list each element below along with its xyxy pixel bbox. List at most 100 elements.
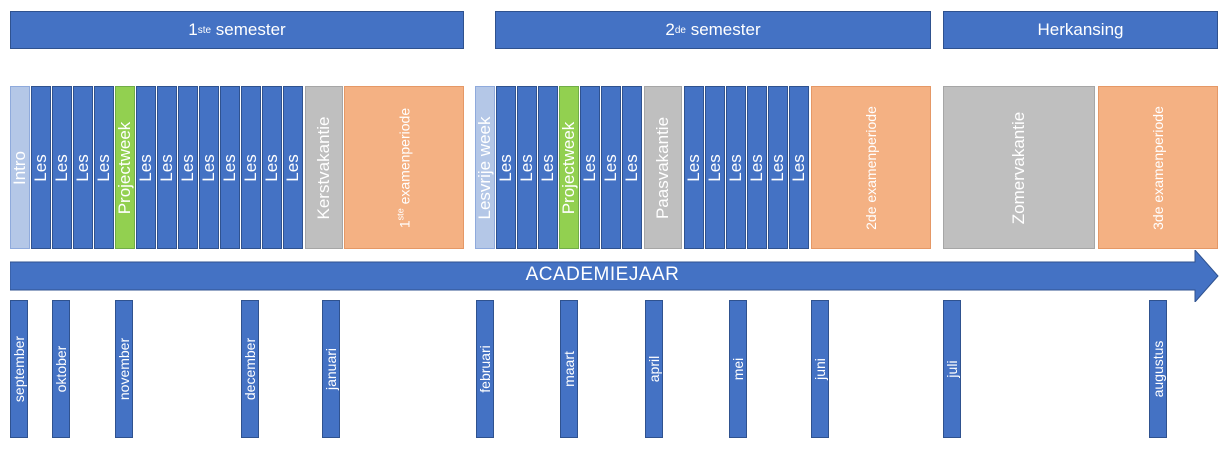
block-les-label: Les [157,153,176,182]
block-les-label: Les [538,153,557,182]
block-les: Les [31,86,51,249]
block-les: Les [220,86,240,249]
block-les-label: Les [705,153,724,182]
month-oktober-label: oktober [53,345,69,393]
block-projectweek: Projectweek [115,86,135,249]
block-les: Les [136,86,156,249]
block-les: Les [747,86,767,249]
month-januari-label: januari [323,347,339,391]
block-les-label: Les [199,153,218,182]
block-les: Les [601,86,621,249]
semester-1-label: semester [211,20,286,39]
month-december: december [241,300,259,438]
month-maart: maart [560,300,578,438]
exam1-sup: ste [395,207,406,220]
block-les: Les [789,86,809,249]
month-mei: mei [729,300,747,438]
block-examenperiode-1-label: 1ste examenperiode [396,107,413,227]
block-paasvakantie: Paasvakantie [644,86,682,249]
block-les: Les [199,86,219,249]
block-les-label: Les [262,153,281,182]
block-les-label: Les [517,153,536,182]
block-intro: Intro [10,86,30,249]
month-februari-label: februari [477,345,493,393]
block-les-label: Les [241,153,260,182]
block-les: Les [622,86,642,249]
month-april: april [645,300,663,438]
month-augustus: augustus [1149,300,1167,438]
month-juni: juni [811,300,829,438]
block-les-label: Les [622,153,641,182]
block-les-label: Les [73,153,92,182]
timeline-arrow [10,250,1219,302]
block-kerstvakantie: Kerstvakantie [305,86,343,249]
block-les: Les [580,86,600,249]
month-november-label: november [116,337,132,401]
block-les-label: Les [283,153,302,182]
timeline-label: ACADEMIEJAAR [525,264,680,285]
block-les: Les [283,86,303,249]
semester-1-sup: ste [197,24,212,36]
semester-2-sup: de [674,24,686,36]
block-les-label: Les [580,153,599,182]
block-examenperiode-3-label: 3de examenperiode [1150,105,1166,230]
block-projectweek-label: Projectweek [115,121,134,214]
month-januari: januari [322,300,340,438]
herkansing-label: Herkansing [1037,20,1124,39]
block-les: Les [768,86,788,249]
block-projectweek: Projectweek [559,86,579,249]
block-les-label: Les [684,153,703,182]
month-mei-label: mei [730,357,746,381]
month-oktober: oktober [52,300,70,438]
block-les: Les [517,86,537,249]
semester-1-number: 1 [188,20,198,39]
block-examenperiode-3: 3de examenperiode [1098,86,1218,249]
block-les: Les [538,86,558,249]
block-les: Les [262,86,282,249]
month-november: november [115,300,133,438]
block-les-label: Les [601,153,620,182]
block-examenperiode-2-label: 2de examenperiode [863,105,879,230]
block-les: Les [496,86,516,249]
block-les-label: Les [178,153,197,182]
block-les: Les [178,86,198,249]
header-herkansing: Herkansing [943,11,1218,49]
block-projectweek-label: Projectweek [559,121,578,214]
block-zomervakantie-label: Zomervakantie [1009,111,1028,224]
block-les: Les [73,86,93,249]
block-les: Les [726,86,746,249]
block-kerstvakantie-label: Kerstvakantie [314,116,333,219]
block-lesvrije-week-label: Lesvrije week [475,116,494,219]
month-augustus-label: augustus [1150,340,1166,398]
block-paasvakantie-label: Paasvakantie [653,116,672,219]
block-les-label: Les [768,153,787,182]
block-les-label: Les [136,153,155,182]
block-les: Les [157,86,177,249]
block-les-label: Les [94,153,113,182]
block-les-label: Les [789,153,808,182]
month-juli: juli [943,300,961,438]
block-examenperiode-2: 2de examenperiode [811,86,931,249]
block-les: Les [52,86,72,249]
block-les-label: Les [220,153,239,182]
block-les-label: Les [747,153,766,182]
month-juni-label: juni [812,358,828,380]
month-april-label: april [646,355,662,383]
month-september: september [10,300,28,438]
block-lesvrije-week: Lesvrije week [475,86,495,249]
block-les: Les [684,86,704,249]
month-december-label: december [242,337,258,401]
exam1-number: 1 [396,219,413,228]
block-les-label: Les [31,153,50,182]
month-februari: februari [476,300,494,438]
block-intro-label: Intro [10,150,29,185]
month-maart-label: maart [561,351,577,387]
semester-2-label: semester [685,20,761,39]
block-les-label: Les [52,153,71,182]
semester-2-number: 2 [665,20,675,39]
month-juli-label: juli [944,360,960,378]
month-september-label: september [11,335,27,403]
block-les-label: Les [496,153,515,182]
